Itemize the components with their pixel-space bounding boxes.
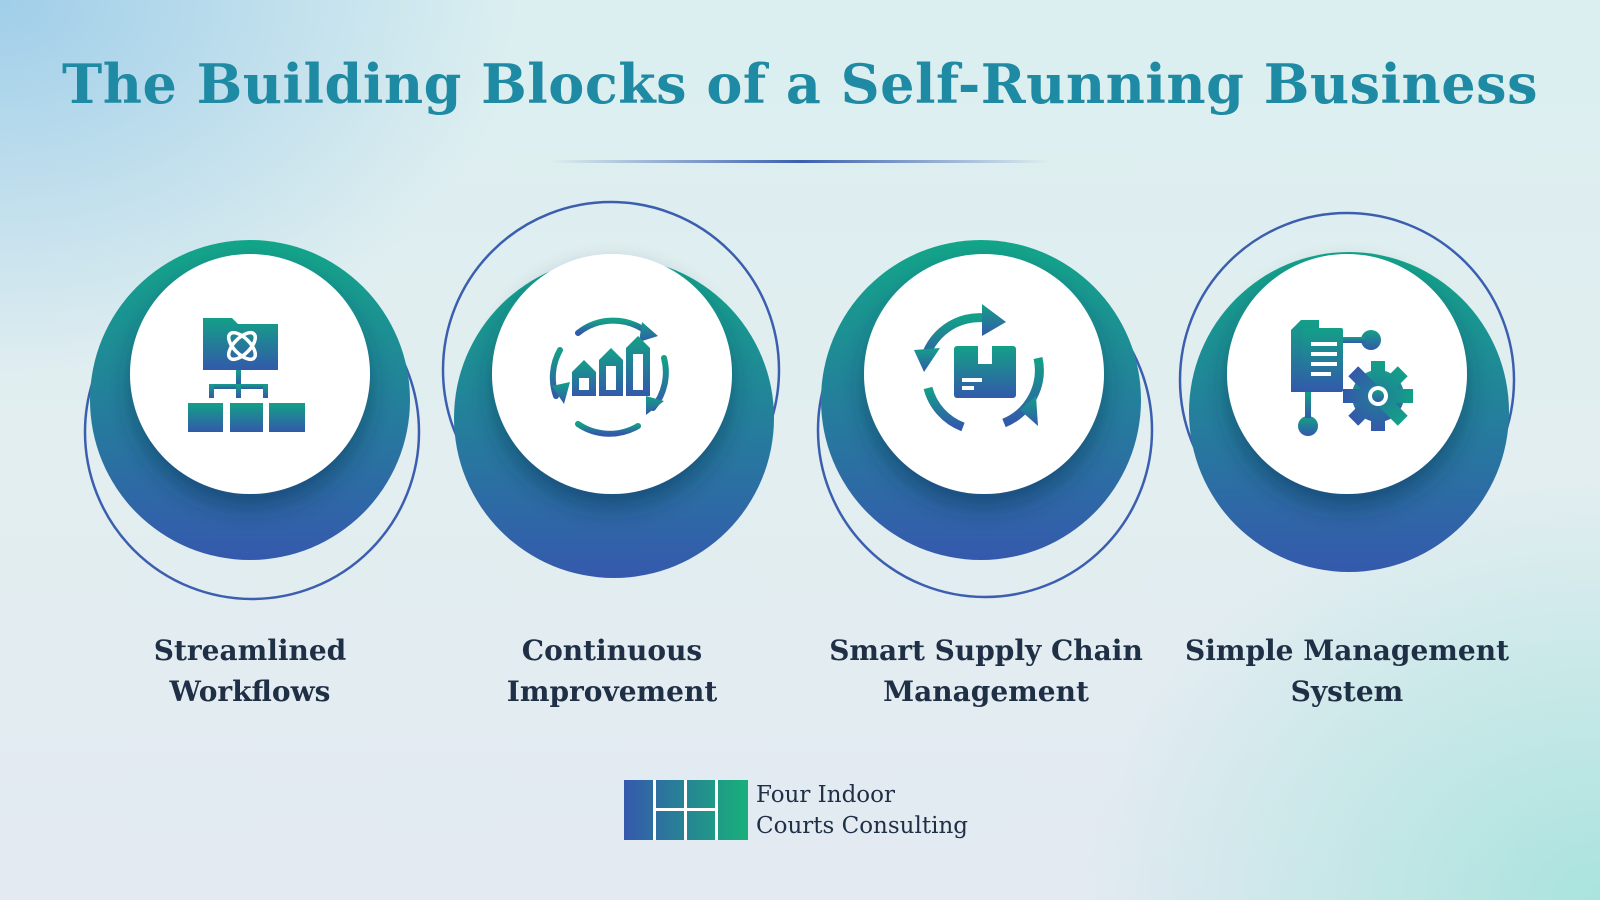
block-graphic [83, 240, 421, 601]
block-label: Continuous Improvement [432, 630, 792, 712]
label-line-2: Management [883, 675, 1089, 708]
block-graphic [441, 200, 781, 578]
block-label: Streamlined Workflows [70, 630, 430, 712]
block-graphic [816, 240, 1154, 599]
label-line-1: Simple Management [1184, 634, 1510, 667]
block-graphic [1178, 211, 1516, 572]
title-divider [550, 160, 1050, 163]
page-title: The Building Blocks of a Self-Running Bu… [62, 52, 1538, 116]
logo-line-2: Courts Consulting [756, 813, 968, 839]
label-line-1: Continuous [521, 634, 703, 667]
logo-mark-icon [624, 780, 748, 840]
label-line-2: Workflows [169, 675, 331, 708]
white-disc [130, 254, 370, 494]
block-streamlined-workflows: Streamlined Workflows [70, 200, 430, 720]
company-logo: Four Indoor Courts Consulting [624, 780, 984, 840]
block-smart-supply-chain: Smart Supply Chain Management [806, 200, 1166, 720]
block-continuous-improvement: Continuous Improvement [432, 200, 792, 720]
label-line-2: Improvement [506, 675, 718, 708]
logo-text: Four Indoor Courts Consulting [756, 780, 968, 842]
block-simple-management-system: Simple Management System [1167, 200, 1527, 720]
block-label: Smart Supply Chain Management [806, 630, 1166, 712]
document-gear-icon [1291, 320, 1413, 436]
block-label: Simple Management System [1167, 630, 1527, 712]
supply-chain-cycle-icon [914, 304, 1044, 432]
growth-cycle-icon [549, 317, 669, 437]
label-line-1: Smart Supply Chain [829, 634, 1143, 667]
label-line-1: Streamlined [153, 634, 347, 667]
white-disc [1227, 254, 1467, 494]
workflow-hierarchy-icon [188, 318, 305, 432]
label-line-2: System [1290, 675, 1404, 708]
logo-line-1: Four Indoor [756, 782, 895, 808]
